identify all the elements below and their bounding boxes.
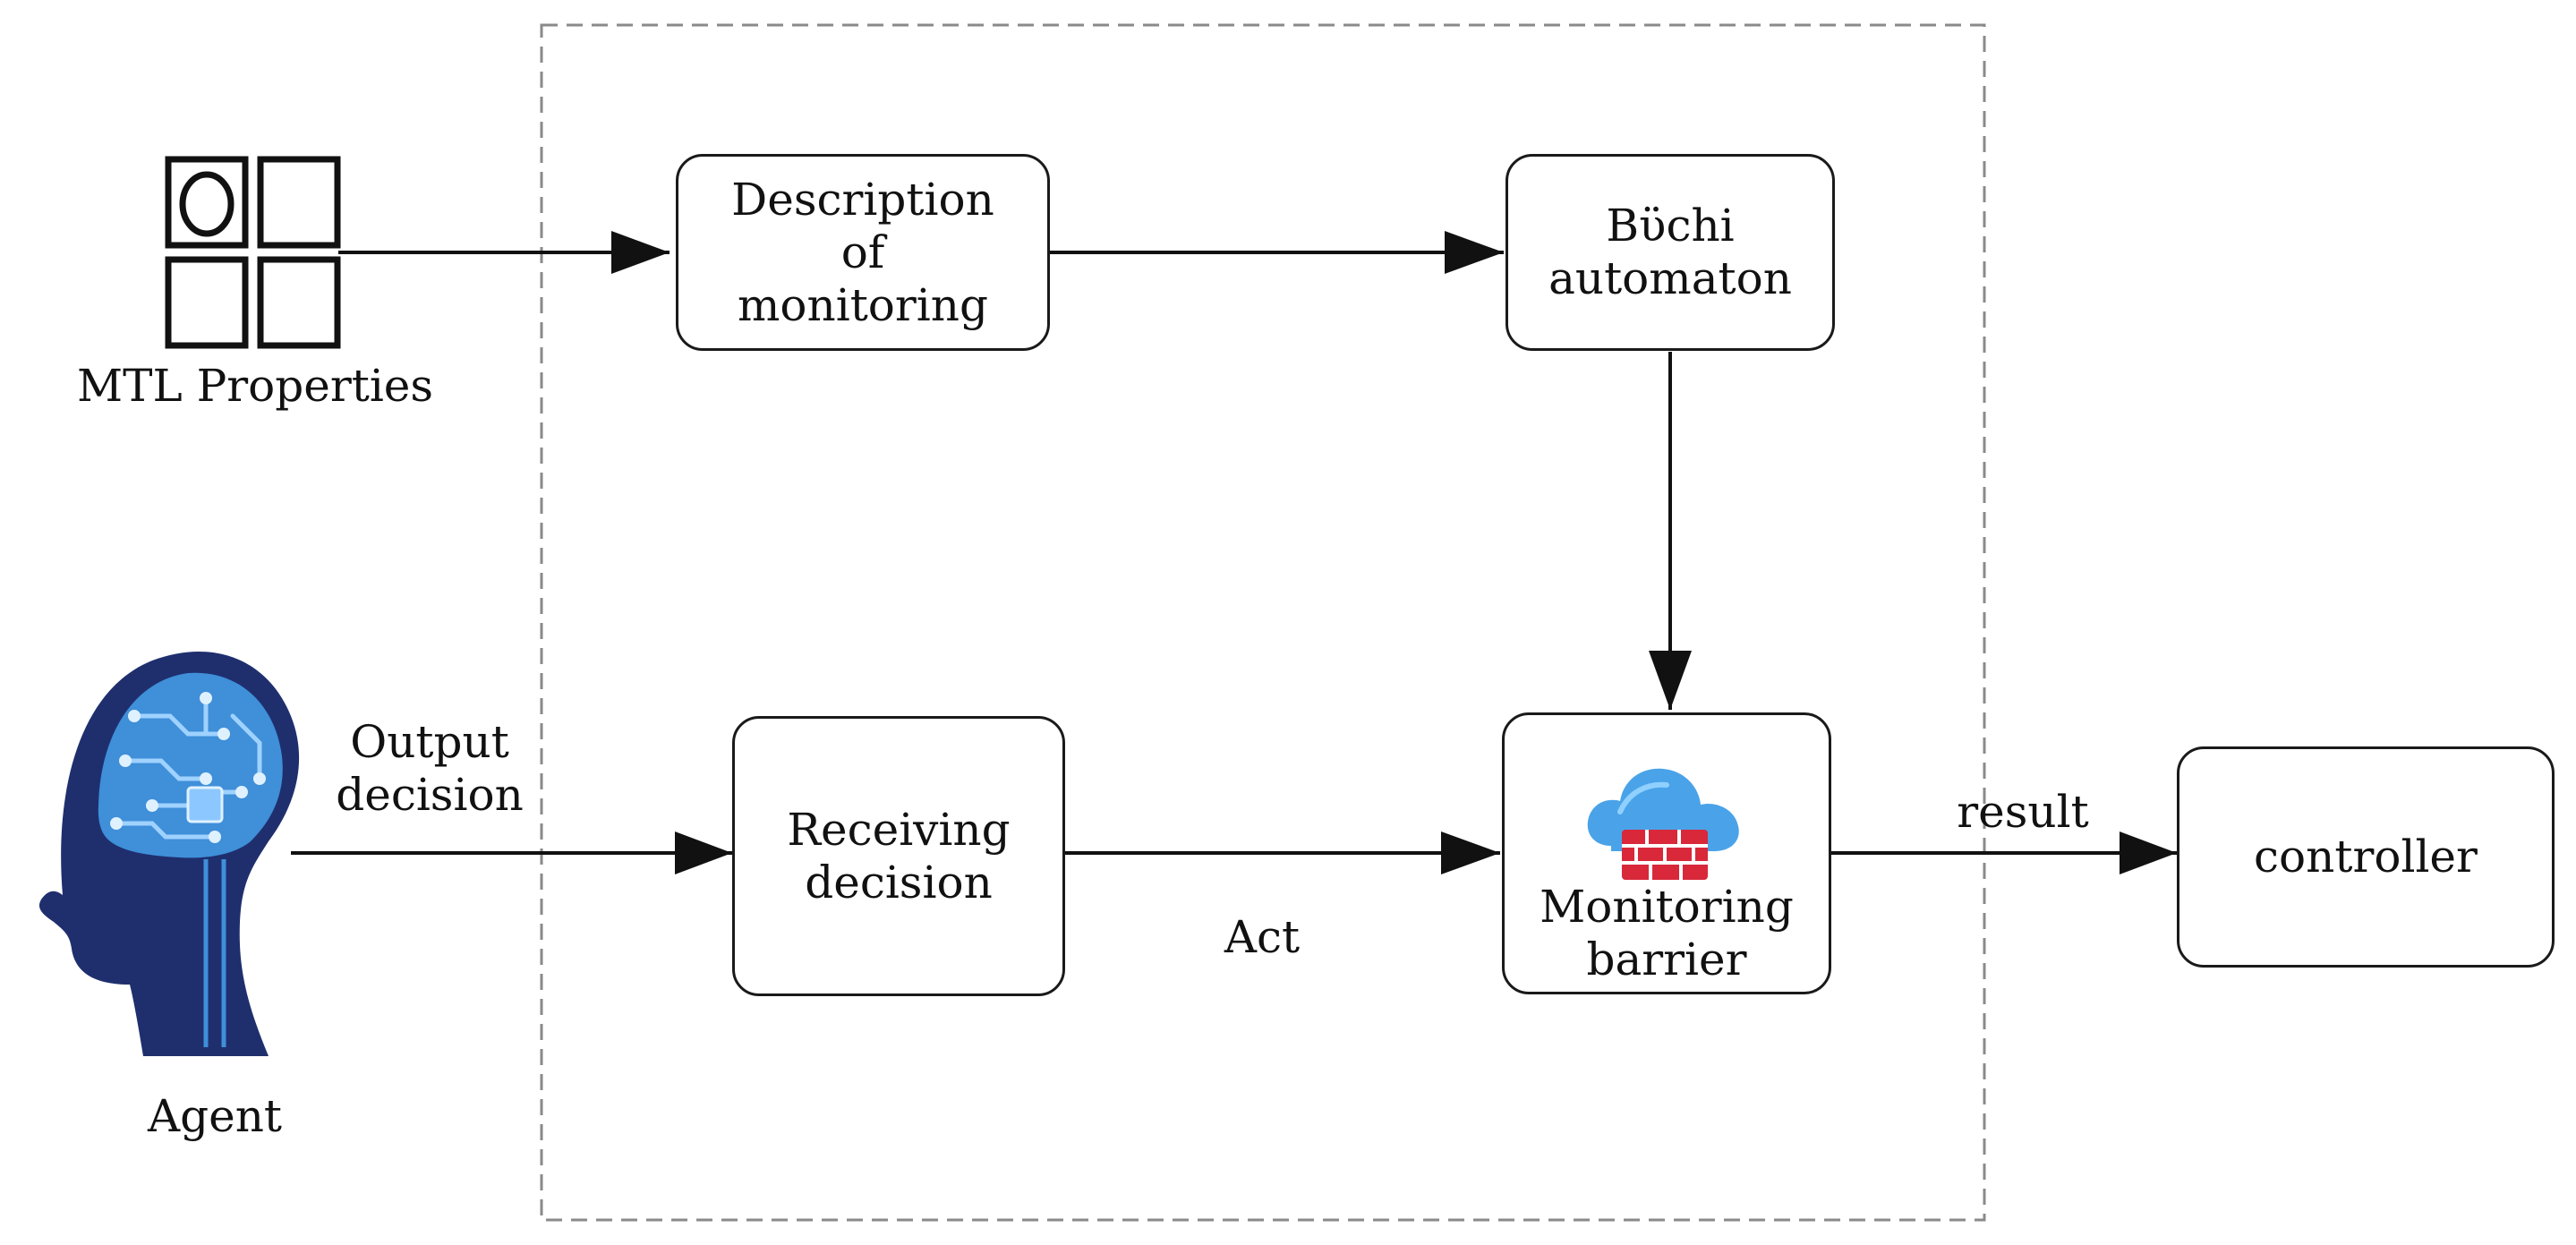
monitor-boundary: [540, 23, 1986, 1222]
agent-label: Agent: [148, 1090, 282, 1142]
node-monitoring-label: Monitoring barrier: [1540, 881, 1794, 985]
edge-label-result: result: [1957, 786, 2089, 838]
arrowhead-agent-to-receiving: [675, 831, 732, 874]
node-receiving-decision: Receiving decision: [732, 716, 1065, 996]
arrowhead-receiving-to-monitoring: [1441, 831, 1500, 874]
node-description-of-monitoring: Description of monitoring: [676, 154, 1050, 351]
arrowhead-buchi-to-monitoring: [1649, 651, 1692, 710]
arrowhead-monitoring-to-controller: [2120, 831, 2177, 874]
node-description-label: Description of monitoring: [731, 173, 994, 331]
arrowhead-description-to-buchi: [1445, 231, 1504, 274]
node-controller: controller: [2177, 746, 2555, 968]
mtl-properties-label: MTL Properties: [76, 360, 434, 412]
node-buchi-automaton: Bϋchi automaton: [1506, 154, 1835, 351]
cloud-firewall-icon: [1584, 747, 1745, 891]
mtl-grid-icon: [165, 156, 341, 349]
node-buchi-label: Bϋchi automaton: [1548, 200, 1792, 304]
arrowhead-mtl-to-description: [611, 231, 670, 274]
node-controller-label: controller: [2254, 831, 2478, 883]
edge-label-act: Act: [1224, 911, 1301, 963]
node-receiving-label: Receiving decision: [787, 803, 1011, 908]
agent-head-icon: [38, 651, 300, 1056]
edge-label-output-decision: Output decision: [336, 716, 524, 821]
